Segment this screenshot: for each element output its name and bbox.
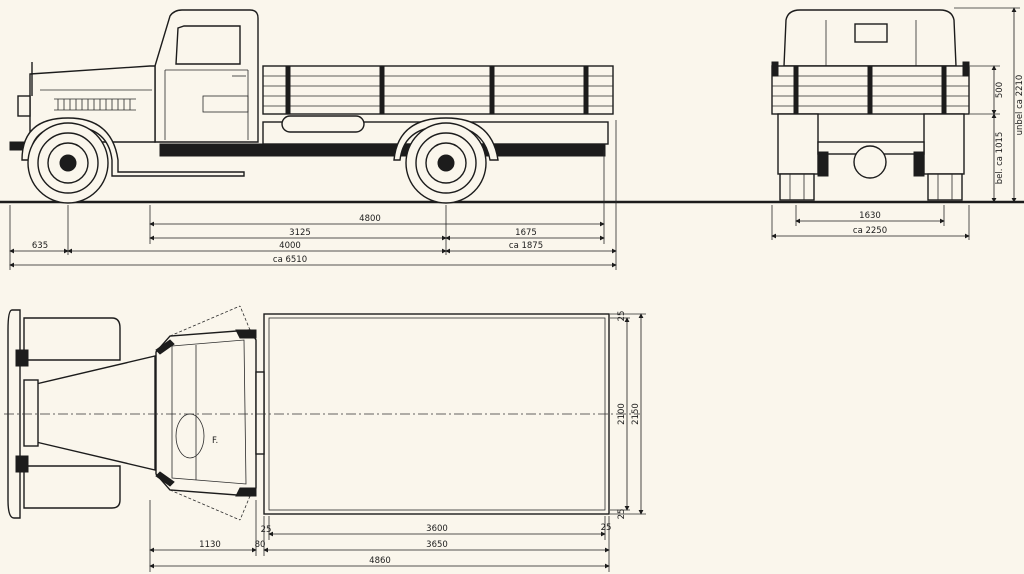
seat-label: F. [212,436,218,446]
rear-fender [393,117,499,161]
rear-window [854,23,888,43]
rear-view: 500 bel. ca 1015 unbel ca 2210 1630 ca 2… [771,7,1024,240]
dim-overall-height: unbel ca 2210 [1015,75,1024,136]
dim-overall-width: ca 2250 [853,226,887,236]
bed-posts [285,65,589,115]
headlamp [17,95,31,117]
dim-track: 1630 [859,211,881,221]
dim-3650: 3650 [426,540,448,550]
dim-4860: 4860 [369,556,391,566]
top-width-dimensions: 25 2100 2150 25 [617,311,644,520]
side-view: 4800 3125 1675 635 4000 ca 1875 ca 6510 [0,9,1024,270]
dim-bed-gap-right: 25 [601,523,612,533]
dim-ca-6510: ca 6510 [273,255,307,265]
dim-ca-1875: ca 1875 [509,241,543,251]
dim-2100: 2100 [617,403,627,425]
dim-platform-height: bel. ca 1015 [995,132,1005,185]
rear-wheel-left [777,113,819,175]
dim-3125: 3125 [289,228,311,238]
dim-4800: 4800 [359,214,381,224]
dim-2150: 2150 [631,403,641,425]
spare-wheel [281,115,365,133]
bed-slats [263,75,613,107]
rear-wheel [405,122,487,204]
rear-width-dimensions: 1630 ca 2250 [771,211,970,239]
top-length-dimensions: 25 3600 25 1130 80 3650 4860 [149,523,612,569]
side-dimensions: 4800 3125 1675 635 4000 ca 1875 ca 6510 [9,214,617,268]
top-hood [35,355,156,471]
top-cab [155,329,257,497]
top-radiator [23,379,39,447]
cargo-bed [262,65,614,115]
top-fender-right [23,465,121,509]
dim-bed-gap-left: 25 [261,525,272,535]
hood-louvres [54,98,136,111]
dim-635: 635 [32,241,48,251]
dim-1675: 1675 [515,228,537,238]
differential [853,145,887,179]
dim-4000: 4000 [279,241,301,251]
dim-width-gap-top: 25 [617,311,627,322]
dim-width-gap-bottom: 25 [617,509,627,520]
chassis-frame [159,143,606,157]
dim-80: 80 [255,540,266,550]
cab-body [154,9,259,143]
dim-3600: 3600 [426,524,448,534]
rear-wheel-right [923,113,965,175]
dim-1130: 1130 [199,540,221,550]
cab-window [175,25,241,65]
dim-side-height: 500 [995,82,1005,98]
front-wheel [27,122,109,204]
top-fender-left [23,317,121,361]
top-view: F. 25 3600 25 1130 80 [4,305,646,572]
rear-height-dimensions: 500 bel. ca 1015 unbel ca 2210 [991,7,1024,203]
